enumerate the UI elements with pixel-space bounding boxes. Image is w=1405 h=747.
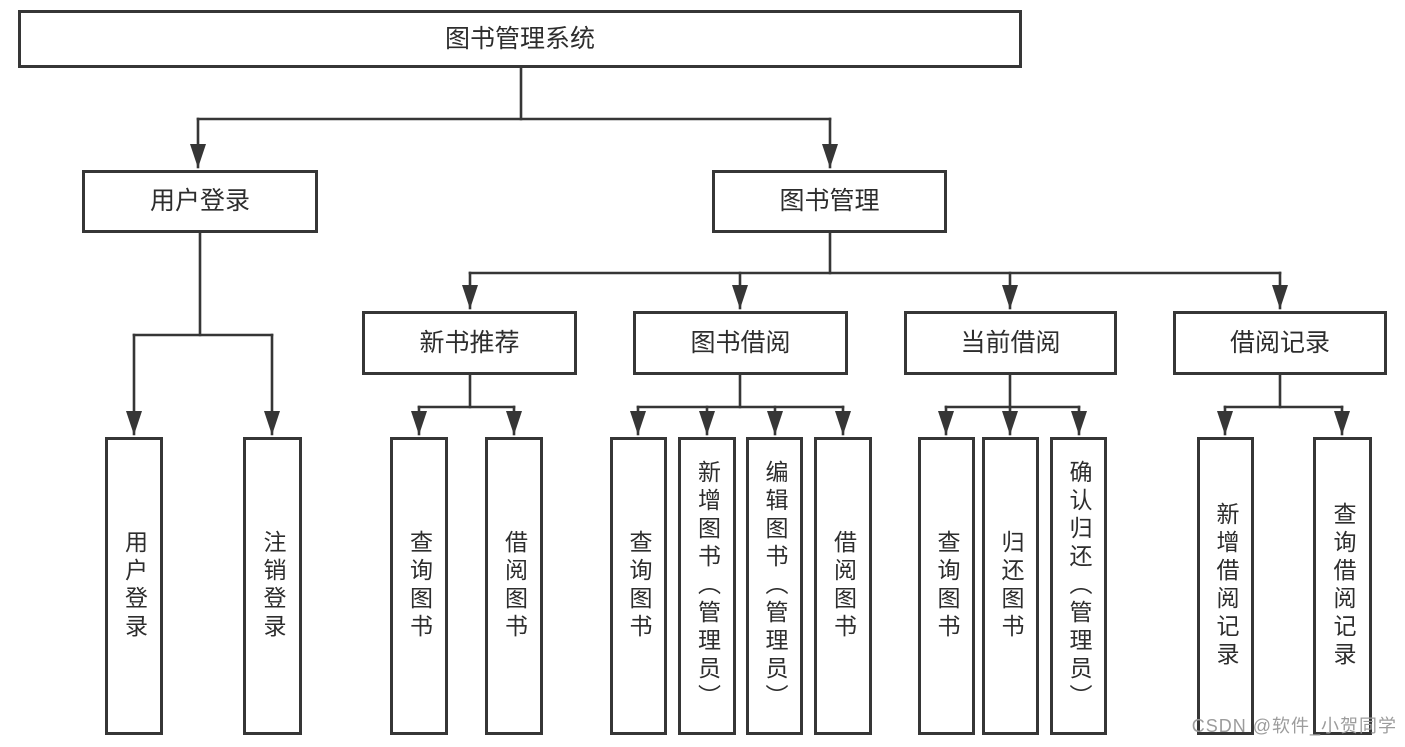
node-user-login: 用户登录	[82, 170, 318, 233]
watermark: CSDN @软件_小贺同学	[1191, 716, 1397, 736]
node-new-book-recommend: 新书推荐	[362, 311, 577, 375]
leaf-query-borrow-record: 查询借阅记录	[1313, 437, 1372, 735]
leaf-confirm-return-admin: 确认归还（管理员）	[1050, 437, 1107, 735]
node-book-management: 图书管理	[712, 170, 947, 233]
leaf-query-books-1: 查询图书	[390, 437, 448, 735]
node-current-borrow: 当前借阅	[904, 311, 1117, 375]
leaf-add-borrow-record: 新增借阅记录	[1197, 437, 1254, 735]
node-borrow-records: 借阅记录	[1173, 311, 1387, 375]
leaf-return-book: 归还图书	[982, 437, 1039, 735]
leaf-borrow-books-2: 借阅图书	[814, 437, 872, 735]
leaf-add-book-admin: 新增图书（管理员）	[678, 437, 736, 735]
node-root: 图书管理系统	[18, 10, 1022, 68]
leaf-logout: 注销登录	[243, 437, 302, 735]
node-book-borrow: 图书借阅	[633, 311, 848, 375]
leaf-borrow-books-1: 借阅图书	[485, 437, 543, 735]
leaf-edit-book-admin: 编辑图书（管理员）	[746, 437, 803, 735]
leaf-query-books-2: 查询图书	[610, 437, 667, 735]
leaf-user-login: 用户登录	[105, 437, 163, 735]
leaf-query-books-3: 查询图书	[918, 437, 975, 735]
